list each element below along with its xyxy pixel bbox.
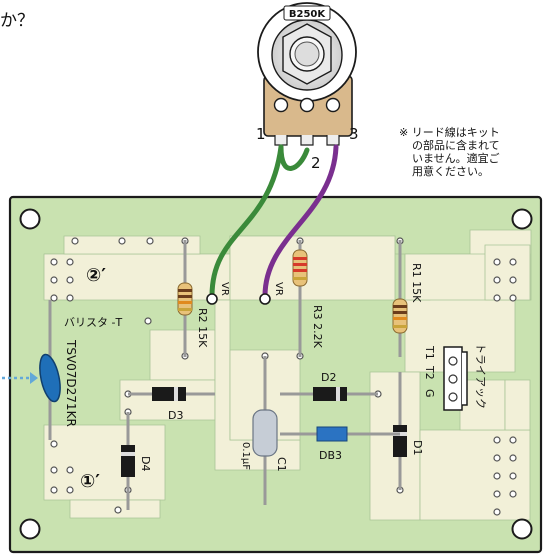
pot-model-label: B250K bbox=[289, 9, 326, 20]
note-line-2: の部品に含まれて bbox=[412, 139, 500, 152]
varistor-arrow-icon bbox=[30, 372, 38, 384]
triac-t1-label: T1 bbox=[423, 345, 436, 360]
varistor bbox=[2, 300, 61, 440]
capacitor-c1 bbox=[252, 356, 278, 505]
d2-label: D2 bbox=[321, 371, 336, 384]
pot-pin-2-callout: 2 bbox=[311, 154, 321, 172]
c1-value-label: 0.1μF bbox=[240, 442, 251, 470]
varistor-part-label: TSV07D271KR bbox=[64, 339, 78, 427]
diode-d3 bbox=[128, 387, 215, 401]
triac-label: トライアック bbox=[474, 343, 487, 409]
pot-pin-3-label: 3 bbox=[349, 125, 359, 143]
vr-left-label: VR bbox=[219, 282, 230, 296]
header-fragment: か？ bbox=[0, 11, 34, 31]
potentiometer bbox=[257, 2, 357, 146]
c1-label: C1 bbox=[275, 457, 288, 472]
pad-holes bbox=[50, 237, 517, 516]
note-line-4: 用意ください。 bbox=[412, 165, 489, 178]
r1-label: R1 15K bbox=[410, 263, 423, 303]
db3-label: DB3 bbox=[319, 449, 342, 462]
mounting-hole-bottom-right bbox=[511, 518, 533, 540]
varistor-body bbox=[39, 353, 61, 403]
marker-2-label: ②′ bbox=[86, 265, 106, 286]
vr-right-label: VR bbox=[273, 282, 284, 296]
d4-label: D4 bbox=[139, 456, 152, 471]
resistor-r3 bbox=[292, 240, 308, 357]
pot-pin-1-label: 1 bbox=[256, 125, 266, 143]
mounting-hole-top-right bbox=[511, 208, 533, 230]
wire-purple bbox=[262, 144, 339, 299]
labels: B250K 1 3 2 ②′ ①′ バリスタ -T TSV07D271KR VR… bbox=[64, 9, 487, 492]
marker-1-label: ①′ bbox=[80, 471, 100, 492]
mounting-hole-top-left bbox=[19, 208, 41, 230]
diode-d2 bbox=[280, 387, 378, 401]
diac-db3 bbox=[280, 426, 400, 442]
varistor-label: バリスタ -T bbox=[64, 316, 122, 329]
r2-label: R2 15K bbox=[196, 308, 209, 348]
resistor-r2 bbox=[177, 240, 193, 357]
lead-wire-note: ※ リード線はキット の部品に含まれて いません。適宜ご 用意ください。 bbox=[399, 126, 545, 178]
wire-green bbox=[209, 144, 284, 299]
triac bbox=[443, 346, 468, 411]
diode-d4 bbox=[121, 412, 135, 510]
d1-label: D1 bbox=[411, 440, 424, 455]
d3-label: D3 bbox=[168, 409, 183, 422]
resistor-r1 bbox=[392, 240, 408, 357]
note-line-3: いません。適宜ご bbox=[412, 152, 500, 165]
triac-t2-label: T2 bbox=[423, 365, 436, 380]
r3-label: R3 2.2K bbox=[311, 305, 324, 349]
triac-g-label: G bbox=[423, 389, 436, 398]
lead-wires bbox=[209, 144, 339, 299]
note-line-1: ※ リード線はキット bbox=[399, 126, 500, 139]
mounting-hole-bottom-left bbox=[19, 518, 41, 540]
mounting-holes bbox=[19, 208, 533, 540]
